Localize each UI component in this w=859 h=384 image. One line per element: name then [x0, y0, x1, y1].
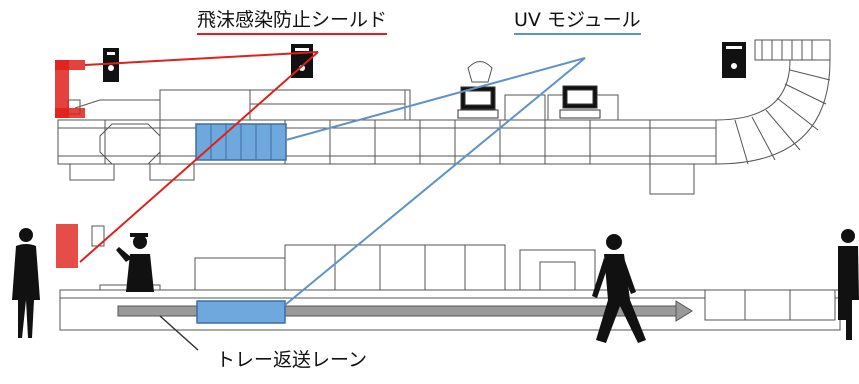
passenger-right-icon — [838, 229, 859, 340]
return-lane-arrow — [117, 300, 693, 322]
operator-chair — [467, 61, 493, 83]
operator-monitor-1 — [457, 86, 499, 119]
security-officer-icon — [116, 233, 154, 292]
top-view-conveyor — [57, 39, 831, 195]
shield-top-view — [55, 60, 85, 118]
kiosk-top-right — [722, 42, 746, 78]
kiosk-top-left — [103, 48, 119, 82]
shield-side-view — [56, 224, 78, 268]
shield-label: 飛沫感染防止シールド — [197, 11, 388, 35]
side-view-conveyor — [59, 244, 841, 331]
return-lane-label: トレー返送レーン — [216, 349, 368, 371]
uv-module-side-view — [196, 300, 286, 324]
walking-passenger-icon — [592, 234, 646, 343]
operator-monitor-2 — [559, 85, 601, 119]
shield-connectors — [79, 51, 319, 263]
passenger-left-icon — [12, 228, 40, 338]
uv-module-top-view — [195, 123, 287, 161]
uv-connectors — [284, 57, 586, 306]
uv-module-label: UV モジュール — [514, 11, 641, 35]
return-lane-pointer — [159, 315, 199, 351]
